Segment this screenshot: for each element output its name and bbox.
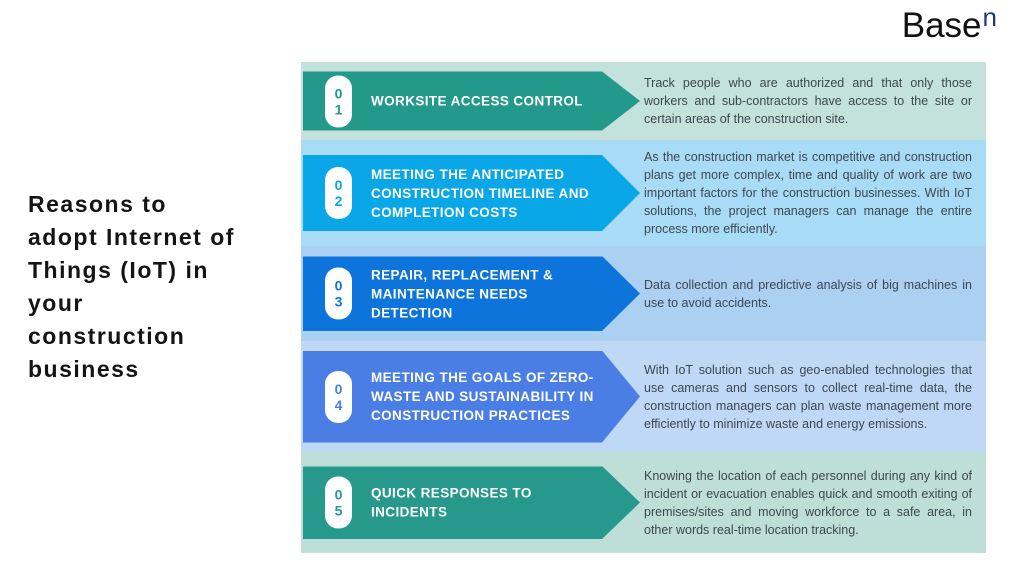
reason-description: As the construction market is competitiv… [644,150,972,236]
reason-description: Knowing the location of each personnel d… [644,468,972,537]
reason-heading: REPAIR, REPLACEMENT & MAINTENANCE NEEDS … [371,267,554,320]
step-number-bottom: 1 [334,101,343,117]
arrow-banner: 0 1 WORKSITE ACCESS CONTROL [303,72,640,131]
step-number-badge: 0 1 [325,75,352,127]
step-number-top: 0 [334,277,343,294]
reason-heading: MEETING THE ANTICIPATED CONSTRUCTION TIM… [371,166,589,220]
step-number-bottom: 4 [334,396,343,413]
step-number-top: 0 [334,486,343,503]
reason-row-5: 0 5 QUICK RESPONSES TO INCIDENTS Knowing… [301,452,986,553]
step-number-bottom: 5 [334,502,343,519]
reason-row-2: 0 2 MEETING THE ANTICIPATED CONSTRUCTION… [301,140,986,246]
step-number-badge: 0 5 [325,477,352,529]
page-title: Reasons to adopt Internet of Things (IoT… [28,191,235,382]
step-number-top: 0 [334,380,343,397]
brand-logo-text: Base [901,6,982,45]
step-number-badge: 0 4 [325,371,352,423]
step-number-badge: 0 2 [325,167,352,219]
step-number-badge: 0 3 [325,268,352,320]
arrow-banner: 0 4 MEETING THE GOALS OF ZERO-WASTE AND … [303,351,640,443]
reason-heading: QUICK RESPONSES TO INCIDENTS [371,485,532,520]
reason-description: Track people who are authorized and that… [644,76,972,126]
reason-row-4: 0 4 MEETING THE GOALS OF ZERO-WASTE AND … [301,341,986,452]
reason-row-1: 0 1 WORKSITE ACCESS CONTROL Track people… [301,62,986,140]
step-number-bottom: 3 [334,293,343,310]
reason-row-3: 0 3 REPAIR, REPLACEMENT & MAINTENANCE NE… [301,246,986,341]
arrow-banner: 0 2 MEETING THE ANTICIPATED CONSTRUCTION… [303,155,640,231]
reason-description: Data collection and predictive analysis … [644,277,972,310]
brand-logo-superscript: n [982,2,997,32]
brand-logo: Basen [901,2,997,46]
arrow-banner: 0 3 REPAIR, REPLACEMENT & MAINTENANCE NE… [303,256,640,331]
reason-description: With IoT solution such as geo-enabled te… [644,362,972,431]
reasons-panel: 0 1 WORKSITE ACCESS CONTROL Track people… [301,62,986,553]
arrow-banner: 0 5 QUICK RESPONSES TO INCIDENTS [303,466,640,539]
reason-heading: WORKSITE ACCESS CONTROL [371,93,583,109]
step-number-bottom: 2 [334,193,343,209]
step-number-top: 0 [334,177,343,193]
step-number-top: 0 [334,85,343,101]
reason-heading: MEETING THE GOALS OF ZERO-WASTE AND SUST… [371,370,594,423]
